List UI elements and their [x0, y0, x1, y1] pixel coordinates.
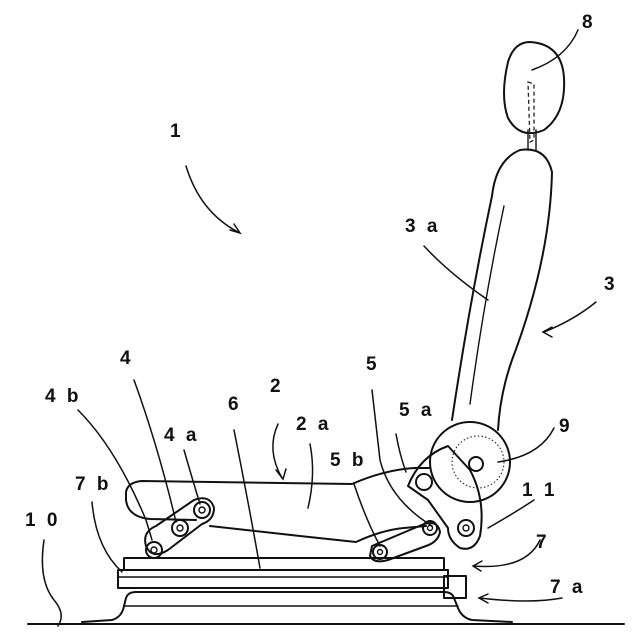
label-7a: 7 a — [550, 577, 585, 598]
label-7b: 7 b — [75, 474, 111, 495]
front-link — [145, 498, 214, 558]
label-8: 8 — [582, 12, 596, 33]
label-7: 7 — [536, 532, 550, 553]
label-4: 4 — [120, 348, 134, 369]
rear-bracket — [408, 446, 482, 549]
label-6: 6 — [228, 394, 242, 415]
label-3a: 3 a — [405, 216, 440, 237]
label-1: 1 — [170, 121, 184, 142]
label-9: 9 — [559, 416, 573, 437]
upper-rail-plate — [124, 558, 444, 570]
label-2a: 2 a — [296, 414, 331, 435]
label-3: 3 — [604, 274, 618, 295]
label-4a: 4 a — [164, 425, 199, 446]
label-11: 1 1 — [522, 480, 557, 501]
label-5b: 5 b — [330, 450, 366, 471]
label-5: 5 — [366, 354, 380, 375]
backrest — [452, 149, 552, 430]
slide-rail — [118, 570, 448, 588]
label-5a: 5 a — [399, 400, 434, 421]
label-4b: 4 b — [45, 386, 81, 407]
label-10: 1 0 — [25, 510, 60, 531]
label-2: 2 — [270, 376, 284, 397]
